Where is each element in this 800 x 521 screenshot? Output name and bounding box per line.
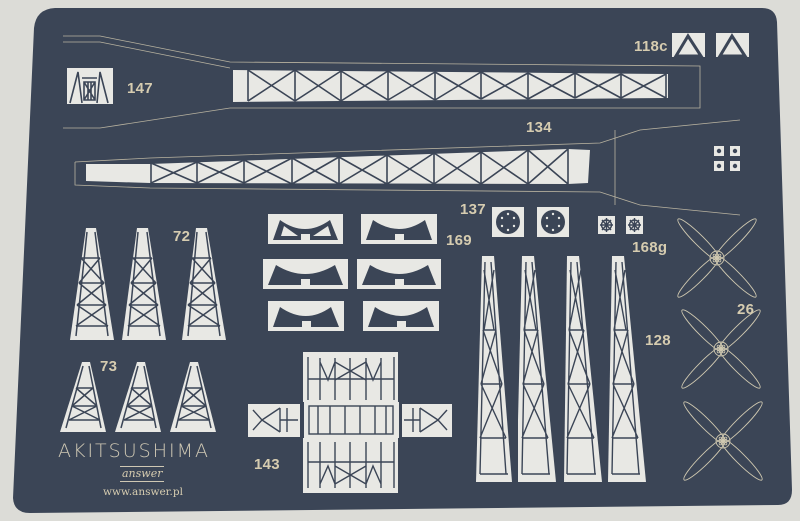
label-137: 137 [460,201,486,218]
part-137-a [492,207,524,237]
part-26-propellers [677,218,763,481]
label-72: 72 [173,228,191,245]
part-134-boom-lower [86,148,590,185]
label-143: 143 [254,456,280,473]
part-128-masts [476,256,646,482]
part-134-boom-upper [233,69,668,102]
part-73-towers [60,362,216,432]
label-147: 147 [127,80,153,97]
part-147 [67,68,113,104]
sheet-title: AKITSUSHIMA [58,440,210,462]
label-134: 134 [526,119,552,136]
part-72-towers [70,228,226,340]
label-128: 128 [645,332,671,349]
part-134-lower-frame [74,119,741,216]
brand-url: www.answer.pl [103,486,183,498]
label-73: 73 [100,358,118,375]
part-tri-blades [714,146,740,171]
part-118c-b [716,33,749,58]
label-169: 169 [446,232,472,249]
part-118c-a [672,33,705,58]
part-168g-wheels [598,216,643,234]
part-169-brackets [263,214,441,331]
part-137-b [537,207,569,237]
label-168g: 168g [632,239,668,256]
part-134-upper-frame [63,35,701,129]
brand-logo: answer [120,466,165,482]
label-26: 26 [737,301,755,318]
label-118c: 118c [634,38,668,55]
part-143-platform [248,352,452,493]
